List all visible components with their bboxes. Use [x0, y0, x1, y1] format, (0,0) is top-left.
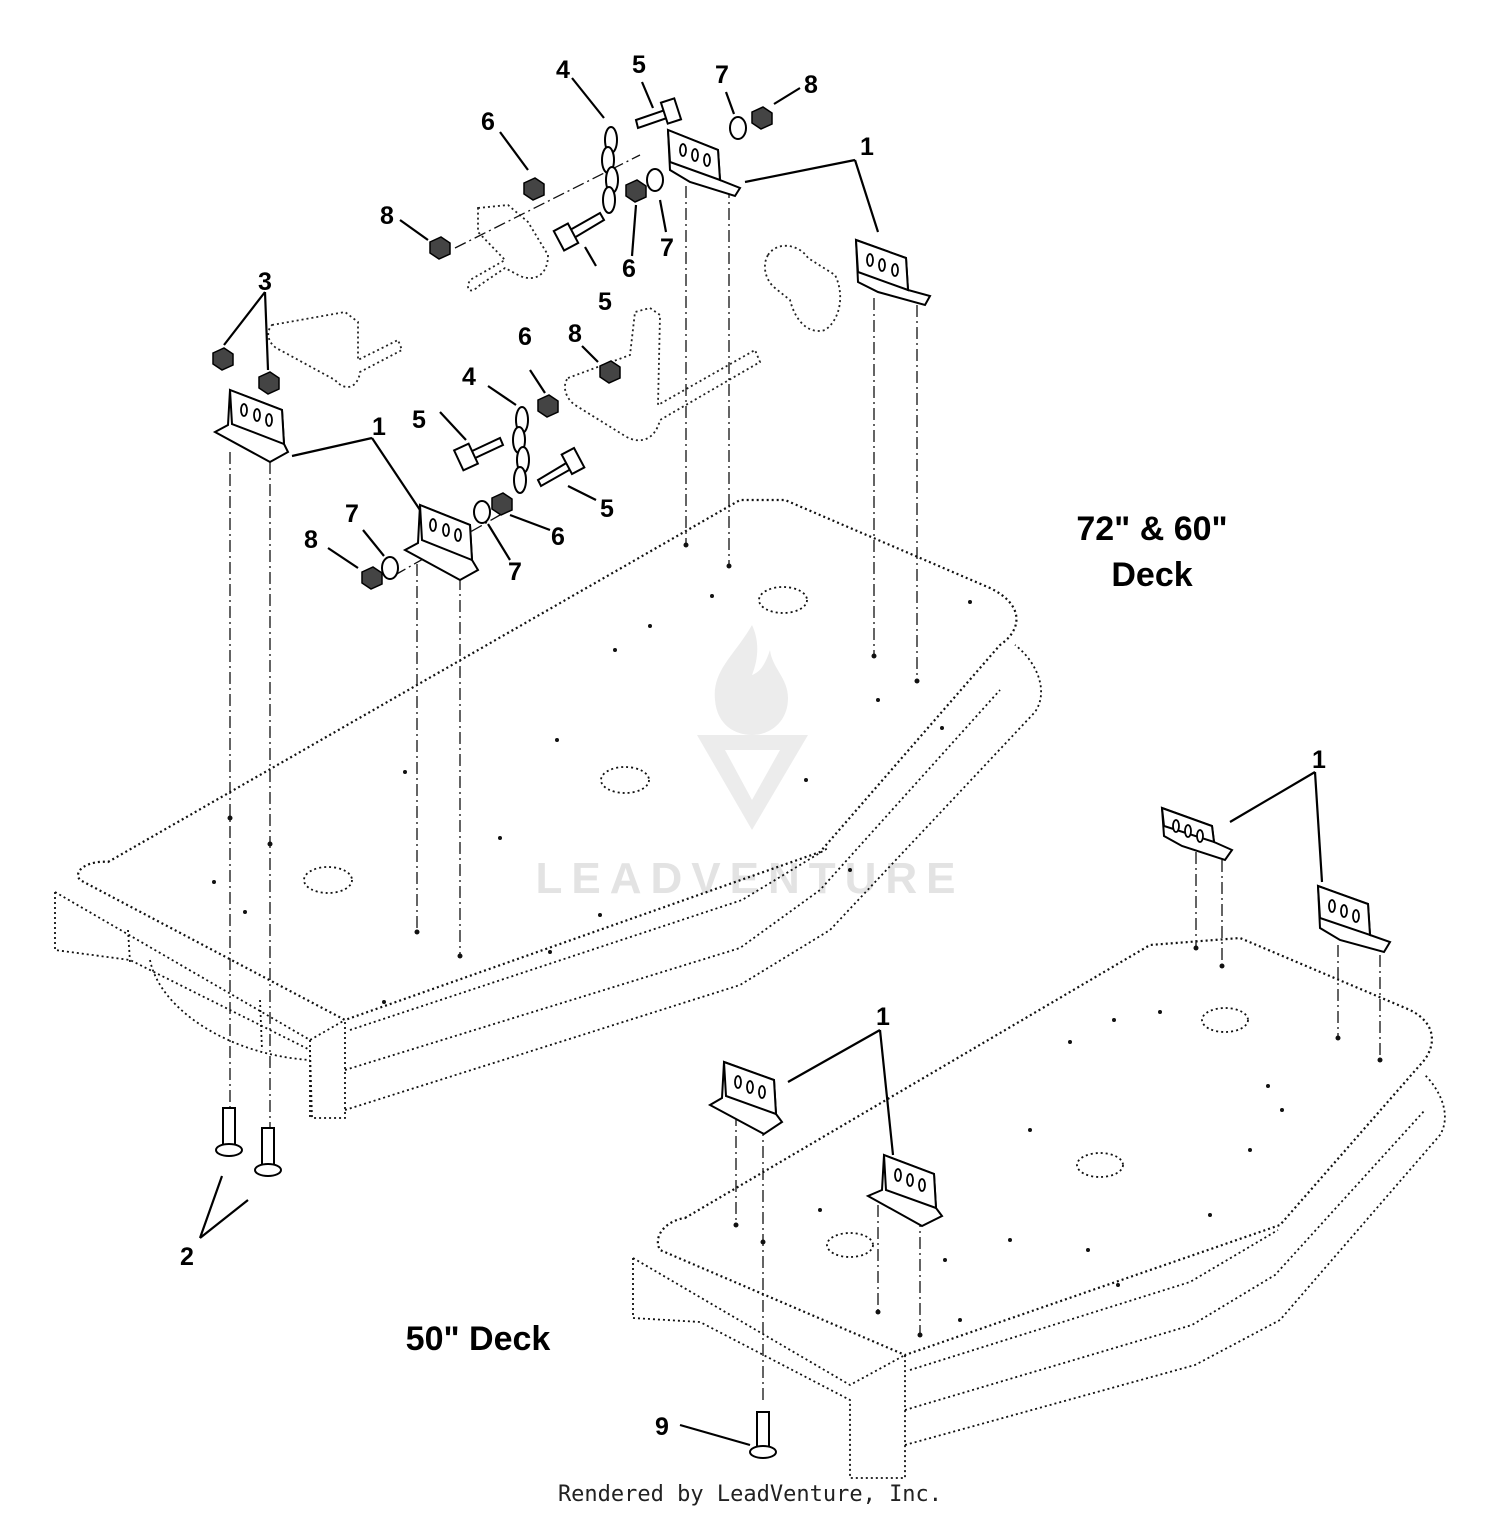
render-credit: Rendered by LeadVenture, Inc. — [557, 1482, 943, 1507]
small-deck-side-skirt — [904, 1074, 1446, 1446]
bracket-small-front-left — [707, 1060, 784, 1136]
lift-arm-rear-left — [467, 204, 549, 292]
bolts — [215, 97, 777, 1459]
carriage-bolt-2a — [215, 1107, 243, 1157]
large-deck-top-outline — [77, 498, 1018, 1022]
nut-8-front-left — [361, 566, 383, 590]
small-deck-spindle-hole-2 — [1076, 1152, 1124, 1178]
callout-7-front-left: 7 — [345, 500, 359, 528]
callout-7-rear-right: 7 — [715, 61, 729, 89]
carriage-bolt-9 — [749, 1411, 777, 1459]
small-deck-top-outline — [656, 936, 1433, 1357]
callout-6-rear-center: 6 — [622, 255, 636, 283]
brackets — [212, 128, 1392, 1228]
large-deck-mounting-holes — [212, 542, 972, 1004]
chain-rear — [601, 126, 619, 214]
lift-arm-rear-right — [764, 245, 842, 332]
bolt-rear-upper — [634, 97, 683, 130]
watermark-text: LEADVENTURE — [535, 854, 964, 903]
large-deck-spindle-hole-1 — [758, 586, 808, 614]
callout-5-front-right: 5 — [600, 495, 614, 523]
bracket-large-front-left — [212, 388, 290, 464]
nut-8-front-top — [599, 360, 621, 384]
callout-1-small-front: 1 — [876, 1003, 890, 1031]
small-deck-mounting-holes — [733, 945, 1383, 1338]
callout-numbers: 1 1 1 1 2 3 4 4 5 5 5 5 6 6 6 6 7 7 7 7 … — [180, 51, 1326, 1441]
callout-8-rear-left: 8 — [380, 202, 394, 230]
large-deck-label-line2: Deck — [1111, 556, 1192, 594]
carriage-bolt-2b — [254, 1127, 282, 1177]
bracket-large-front-right — [402, 503, 480, 582]
large-deck-spindle-hole-3 — [303, 866, 353, 894]
washer-7-rear-center — [646, 168, 664, 192]
callout-8-front-top: 8 — [568, 320, 582, 348]
washer-7-front-left — [381, 556, 399, 580]
lift-arm-front-right — [564, 307, 762, 442]
large-deck-pulley-housing — [149, 959, 311, 1061]
large-deck-front-skirt — [54, 892, 346, 1119]
small-deck — [632, 936, 1446, 1479]
lift-arm-front-left — [267, 311, 404, 388]
assembly-centerlines — [229, 154, 1381, 1400]
callout-4-front: 4 — [462, 363, 476, 391]
nut-6-rear-center — [625, 179, 647, 203]
small-deck-spindle-hole-1 — [1201, 1007, 1249, 1033]
nut-3-left — [212, 347, 234, 371]
washer-7-front-bottom — [473, 500, 491, 524]
nut-6-front-top — [537, 394, 559, 418]
large-deck — [54, 498, 1042, 1119]
lift-arms — [267, 204, 842, 442]
small-deck-front-skirt — [632, 1258, 906, 1479]
watermark-flame-icon — [714, 625, 788, 735]
small-deck-spindle-hole-3 — [826, 1232, 874, 1258]
washer-7-rear-right — [729, 116, 747, 140]
small-deck-front-lip — [632, 1257, 906, 1387]
callout-5-rear-lower: 5 — [598, 288, 612, 316]
nut-8-rear-right — [751, 106, 773, 130]
bracket-small-rear-right — [1316, 884, 1392, 954]
large-deck-side-skirt — [344, 644, 1042, 1111]
callout-2: 2 — [180, 1243, 194, 1271]
bolt-rear-lower — [552, 211, 606, 252]
callout-6-rear-left: 6 — [481, 108, 495, 136]
chain-front — [512, 406, 530, 494]
callout-7-rear-center: 7 — [660, 234, 674, 262]
callout-5-rear-upper: 5 — [632, 51, 646, 79]
bolt-front-left — [452, 436, 505, 472]
watermark-v-icon — [697, 735, 808, 830]
callout-6-front-top: 6 — [518, 323, 532, 351]
chains — [512, 126, 619, 494]
callout-8-rear-right: 8 — [804, 71, 818, 99]
bracket-large-rear-right — [854, 238, 932, 307]
large-deck-rear-chute — [127, 929, 263, 1051]
callout-9: 9 — [655, 1413, 669, 1441]
nut-6-rear-left — [523, 177, 545, 201]
callout-6-front-bottom: 6 — [551, 523, 565, 551]
callout-4-rear: 4 — [556, 56, 570, 84]
nuts-washers — [212, 106, 773, 590]
callout-1-small-rear: 1 — [1312, 746, 1326, 774]
callout-7-front-bottom: 7 — [508, 558, 522, 586]
callout-3: 3 — [258, 268, 272, 296]
nut-3-right — [258, 371, 280, 395]
nut-6-front-bottom — [491, 492, 513, 516]
nut-8-rear-left — [429, 236, 451, 260]
bracket-large-rear-left — [666, 128, 742, 198]
bolt-front-right — [536, 446, 586, 488]
callout-1-large-rear: 1 — [860, 133, 874, 161]
large-deck-label-line1: 72" & 60" — [1076, 510, 1227, 548]
watermark: LEADVENTURE — [535, 625, 964, 903]
callout-8-front-left: 8 — [304, 526, 318, 554]
large-deck-front-lip — [54, 891, 346, 1118]
callout-1-large-front: 1 — [372, 413, 386, 441]
small-deck-side-skirt-inner — [909, 1229, 1279, 1371]
small-deck-label: 50" Deck — [406, 1320, 551, 1358]
bracket-small-rear-left — [1160, 806, 1234, 862]
callout-5-front-left: 5 — [412, 406, 426, 434]
large-deck-spindle-hole-2 — [600, 766, 650, 794]
bracket-small-front-right — [865, 1153, 944, 1228]
leader-lines — [198, 77, 1324, 1447]
